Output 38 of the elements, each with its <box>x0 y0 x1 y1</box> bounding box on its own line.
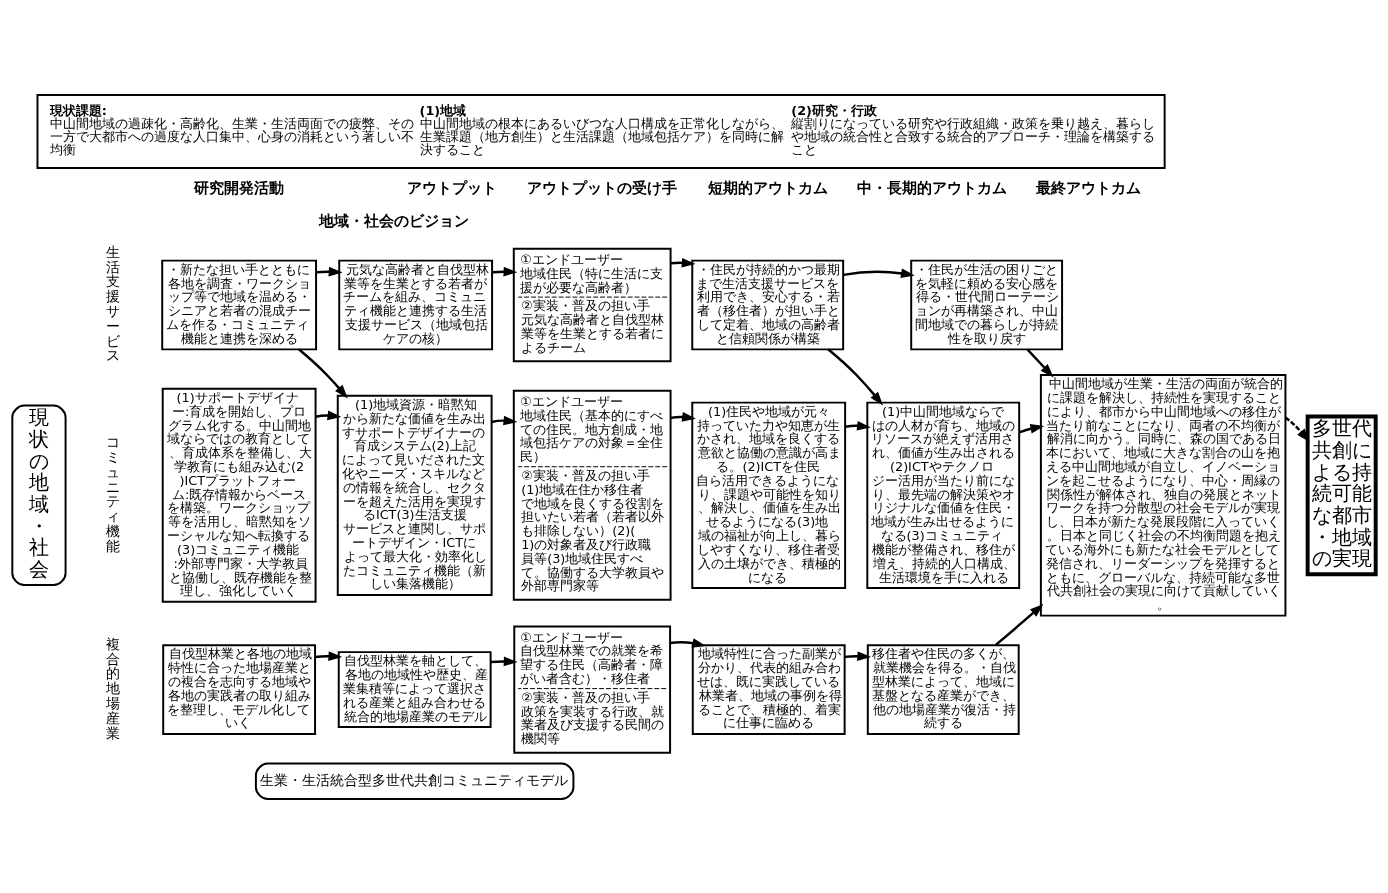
arrow <box>843 268 915 278</box>
arrow <box>1284 416 1310 442</box>
arrow <box>827 348 884 405</box>
arrow <box>844 650 872 661</box>
node-box: ・住民が持続的かつ最期まで生活支援サービスを利用でき、安心する・若者（移住者）が担い手として定着、地域の高齢者と信頼関係が構築 <box>691 259 845 350</box>
node-box: ①エンドユーザー 地域住民（基本的にすべての住民。地方創成・地域包括ケアの対象＝全住民） ②実装・普及の担い手 (1)地域在住か移住者で地域を良くする役割を担いたい若者（若者以外も排除しない）(2)(1)の対象者及び行政職員等(3)地域住民すべて。協働する大学教員や外部専門家等 <box>512 389 672 601</box>
node-box: ①エンドユーザー 自伐型林業での就業を希望する住民（高齢者・障がい者含む）・移住者 ②実装・普及の担い手 政策を実装する行政、就業者及び支援する民間の機関等 <box>513 625 672 754</box>
node-box: 中山間地域が生業・生活の両面が統合的に課題を解決し、持続性を実現することにより、都市から中山間地域への移住が当たり前なことになり、両者の不均衡が解消に向かう。同時に、森の国である日本において、地域に大きな割合の山を抱える中山間地域が自立し、イノベーションを起こせるようになり、中心・周縁の関係性が解体され、独自の発展とネットワークを持つ分散型の社会モデルが実現し、日本が新たな発展段階に入っていく。日本と同じく社会の不均衡問題を抱えている海外にも新たな社会モデルとして発信され、リーダーシップを発揮するとともに、グローバルな、持続可能な多世代共創社会の実現に向けて貢献していく。 <box>1039 373 1287 617</box>
node-box: 地域特性に合った副業が分かり、代表的組み合わせは、既に実践している林業者、地域の事例を得ることで、積極的、着実に仕事に臨める <box>691 643 846 735</box>
node-box: ①エンドユーザー 地域住民（特に生活に支援が必要な高齢者） ②実装・普及の担い手 元気な高齢者と自伐型林業等を生業とする若者によるチーム <box>512 247 672 362</box>
label: 生活支援サービス <box>106 243 121 363</box>
node-box: 元気な高齢者と自伐型林業等を生業とする若者がチームを組み、コミュニティ機能と連携する生活支援サービス（地域包括ケアの核） <box>338 259 494 350</box>
node-box: 現状課題: 中山間地域の過疎化・高齢化、生業・生活両面での疲弊、その一方で大都市への過度な人口集中、心身の消耗という著しい不均衡 (1)地域 中山間地域の根本にあるいびつな人口構成を正常化しながら、生業課題（地方創生）と生活課題（地域包括ケア）を同時に解決すること (2)研究・行政 縦割りになっている研究や行政組織・政策を乗り越え、暮らしや地域の統合性と合致する統合的アプローチ・理論を構築すること <box>36 93 1166 169</box>
arrow <box>490 656 518 666</box>
node-box: 自伐型林業と各地の地域特性に合った地場産業との複合を志向する地域や各地の実践者の取り組みを整理し、モデル化していく <box>162 643 317 735</box>
arrow <box>491 415 518 425</box>
node-box: (1)サポートデザイナー:育成を開始し、プログラム化する。中山間地域ならではの教育として、育成体系を整備し、大学教育にも組み込む(2)ICTプラットフォーム:既存情報からベースを構築。ワークショップ等を活用し、暗黙知をソーシャルな知へ転換する(3)コミュニティ機能:外部専門家・大学教員と協働し、既存機能を整理し、強化していく <box>161 387 317 603</box>
arrow <box>669 637 707 648</box>
node-box: (1)地域資源・暗黙知から新たな価値を生み出すサポートデザイナーの育成システム(2)上記によって見いだされた文化やニーズ・スキルなどの情報を統合し、セクターを超えた活用を実現するICT(3)生活支援サービスと連関し、サポートデザイン・ICTによって最大化・効率化したコミュニティ機能（新しい集落機能） <box>336 394 493 596</box>
arrow <box>995 603 1044 646</box>
node-box: 移住者や住民の多くが、就業機会を得る。・自伐型林業によって、地域に基盤となる産業ができ、他の地場産業が復活・持続する <box>866 643 1020 735</box>
label: コミュニティ機能 <box>106 433 121 554</box>
arrow <box>315 410 342 420</box>
label: 地域・社会のビジョン <box>318 211 469 229</box>
node-box: ・住民が生活の困りごとを気軽に頼める安心感を得る・世代間ローテーションが再構築され、中山間地域での暮らしが持続性を取り戻す <box>910 259 1064 350</box>
arrow <box>1018 423 1045 434</box>
label: アウトプット <box>407 178 498 196</box>
node-box: ・新たな担い手とともに各地を調査・ワークショップ等で地域を温める・シニアと若者の混成チームを作る・コミュニティ機能と連携を深める <box>161 259 318 350</box>
node-box: (1)中山間地域ならではの人材が育ち、地域のリソースが絶えず活用され、価値が生み出される(2)ICTやテクノロジー活用が当たり前になり、最先端の解決策やオリジナルな価値を住民・地域が生み出せるようになる(3)コミュニティ機能が整備され、移住が増え、持続的人口構成、生活環境を手に入れる <box>866 401 1021 589</box>
arrow <box>298 348 348 398</box>
node-box: 多世代共創による持続可能な都市・地域の実現 <box>1305 413 1378 576</box>
arrow <box>1026 348 1054 377</box>
node-box: 現状の地域・社会 <box>11 404 67 586</box>
node-box: 生業・生活統合型多世代共創コミュニティモデル <box>254 762 575 800</box>
node-box: (1)住民や地域が元々持っていた力や知恵が生かされ、地域を良くする意欲と協働の意識が高まる。(2)ICTを住民自ら活用できるようになり、課題や可能性を知り、解決し、価値を生み出せるようになる(3)地域の福祉が向上し、暮らしやすくなり、移住者受入の土壌ができ、積極的になる <box>691 401 847 589</box>
arrow <box>315 650 343 661</box>
node-box: 自伐型林業を軸として、各地の地域性や歴史、産業集積等によって選択される産業と組み合わせる統合的地場産業のモデル <box>337 650 492 728</box>
label: 複合的地場産業 <box>106 635 121 741</box>
